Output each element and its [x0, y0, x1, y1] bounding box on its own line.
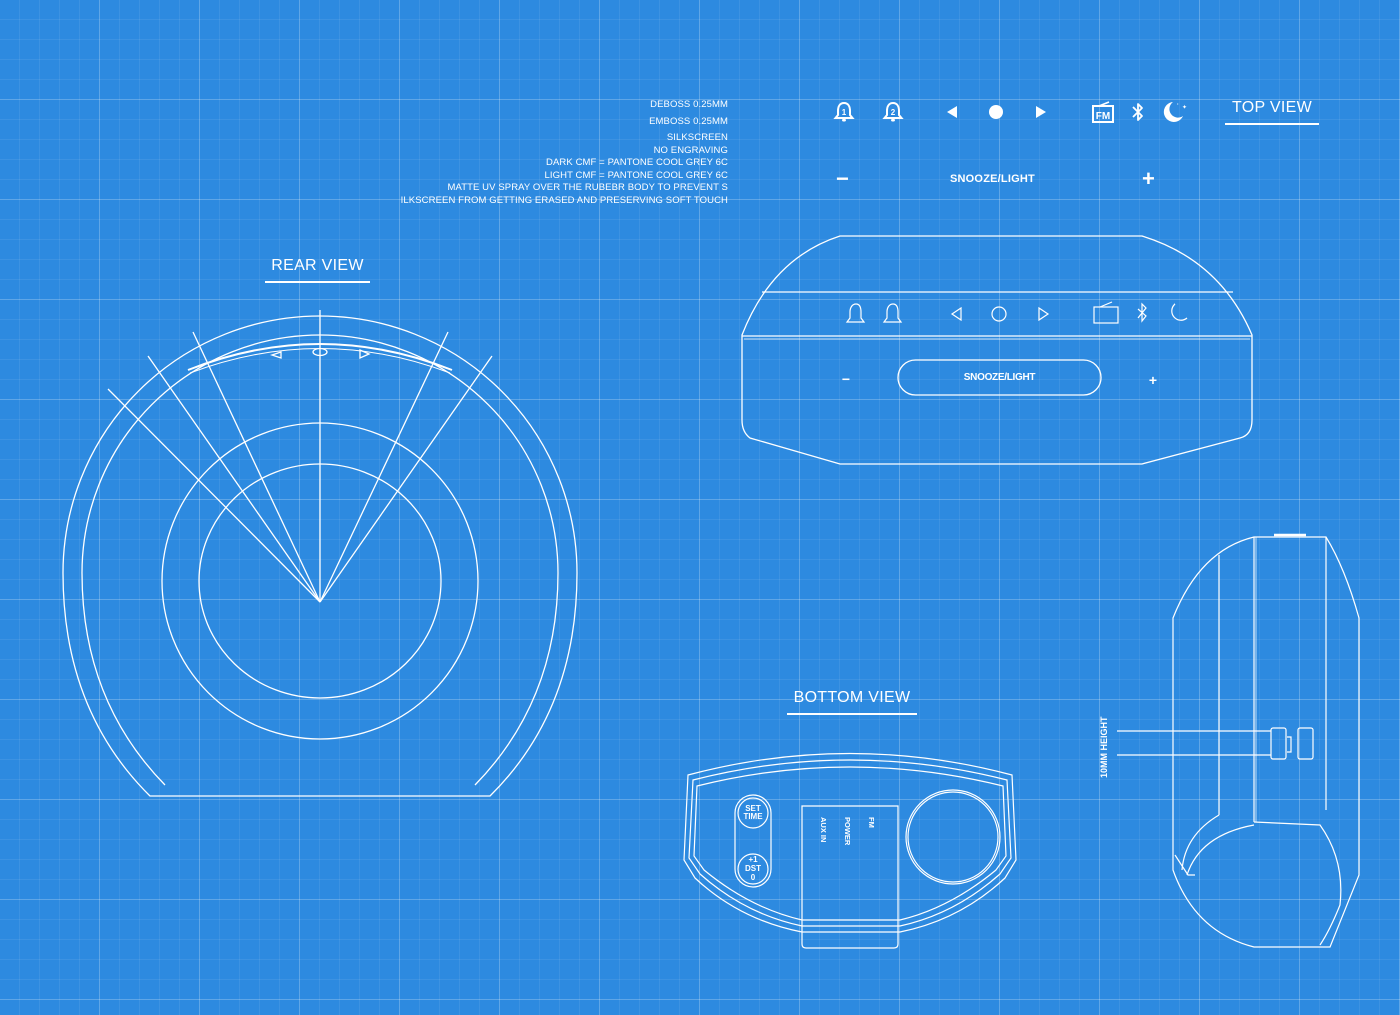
minus-icon: −	[836, 166, 849, 191]
bluetooth-icon	[1132, 103, 1143, 121]
note-light-cmf: LIGHT CMF = PANTONE COOL GREY 6C	[544, 169, 728, 181]
device-snooze-label: SNOOZE/LIGHT	[963, 372, 1036, 383]
dst-zero-label: 0	[751, 873, 756, 882]
note-engraving: NO ENGRAVING	[653, 144, 728, 156]
next-icon	[1036, 106, 1046, 118]
rear-view-title: REAR VIEW	[265, 257, 370, 283]
fm-radio-icon: FM	[1092, 101, 1114, 123]
dst-plus-label: +1	[748, 855, 758, 864]
note-matte-uv-1: MATTE UV SPRAY OVER THE RUBEBR BODY TO P…	[447, 182, 728, 193]
svg-text:1: 1	[842, 108, 847, 117]
snooze-light-label: SNOOZE/LIGHT	[950, 173, 1035, 185]
plus-icon: +	[1142, 166, 1155, 191]
spec-notes: DEBOSS 0.25MM EMBOSS 0.25MM SILKSCREEN N…	[401, 99, 728, 207]
dst-label: DST	[745, 864, 761, 873]
bottom-view-title: BOTTOM VIEW	[787, 689, 917, 715]
port-power-label: POWER	[843, 817, 852, 846]
svg-text:2: 2	[891, 108, 896, 117]
note-dark-cmf: DARK CMF = PANTONE COOL GREY 6C	[546, 157, 728, 168]
set-time-label: SET	[745, 804, 761, 813]
port-fm-label: FM	[867, 817, 876, 828]
svg-text:•: •	[1177, 101, 1179, 106]
sleep-moon-icon: ✦ •	[1163, 101, 1187, 122]
note-matte-uv-2: ILKSCREEN FROM GETTING ERASED AND PRESER…	[400, 194, 728, 206]
device-minus-icon: −	[842, 371, 850, 387]
set-time-label-2: TIME	[743, 812, 763, 821]
alarm-2-icon: 2	[882, 101, 904, 122]
svg-text:✦: ✦	[1182, 104, 1187, 111]
note-deboss: DEBOSS 0.25MM	[650, 99, 728, 110]
dimension-label: 10MM HEIGHT	[1099, 716, 1109, 778]
port-aux-in-label: AUX IN	[819, 817, 828, 842]
svg-text:FM: FM	[1096, 111, 1110, 122]
top-view-title: TOP VIEW	[1225, 99, 1319, 125]
note-silkscreen: SILKSCREEN	[666, 132, 728, 143]
previous-icon	[947, 106, 957, 118]
device-plus-icon: +	[1149, 372, 1157, 388]
note-emboss: EMBOSS 0.25MM	[649, 115, 728, 127]
play-icon	[989, 105, 1003, 119]
alarm-1-icon: 1	[833, 101, 855, 122]
